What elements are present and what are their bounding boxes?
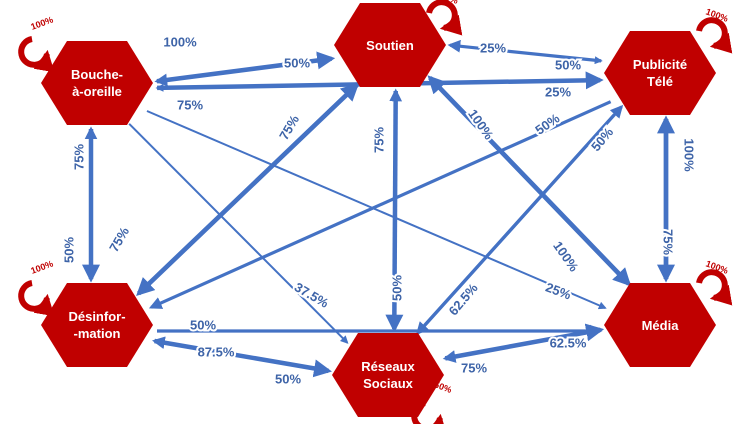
self-loop-label-desinfo: 100% [29,259,54,276]
edge-label-soutien-to-publicite: 25% [480,40,506,55]
edge-label-desinfo-to-media: 50% [190,317,216,332]
edges-layer [82,39,675,378]
edge-label-halo: 25% [480,40,506,55]
edge-label-bouche-to-desinfo: 75% [71,144,86,170]
self-loop-soutien [426,0,463,36]
edge-label-halo: 87.5% [198,344,235,359]
node-hexagon [604,31,716,115]
edge-label-desinfo-to-bouche: 50% [61,237,76,263]
edge-label-reseaux-to-publicite: 62.5% [446,280,481,318]
edge-label-soutien-to-reseaux: 75% [371,127,386,153]
node-label-line1: Publicité [633,57,687,72]
edge-label-publicite-to-media: 100% [682,138,697,172]
node-label-line1: Soutien [366,38,414,53]
edge-publicite-to-soutien [447,39,602,63]
edge-label-halo: 50% [284,55,310,70]
edge-label-soutien-to-media: 100% [465,106,497,142]
node-label-line2: Sociaux [363,376,414,391]
edge-label-reseaux-to-desinfo: 50% [275,371,301,386]
edge-label-halo: 100% [682,138,697,172]
edge-label-halo: 50% [389,275,404,301]
node-label-line2: Télé [647,74,673,89]
edge-label-reseaux-to-soutien: 50% [389,275,404,301]
node-label-line1: Réseaux [361,359,415,374]
edge-publicite-to-desinfo [148,100,612,309]
self-loop-bouche [18,36,55,73]
edge-label-media-to-soutien: 100% [550,238,582,274]
edge-label-bouche-to-soutien: 100% [163,34,197,49]
self-loop-media [696,269,733,306]
edge-label-reseaux-to-media: 75% [461,360,487,375]
node-label-line1: Désinfor- [68,309,125,324]
edge-bouche-to-reseaux [128,123,349,344]
edge-reseaux-to-publicite [416,104,624,335]
edge-label-halo: 50% [275,371,301,386]
edge-label-publicite-to-bouche: 25% [545,84,571,99]
node-hexagon [604,283,716,367]
node-hexagon [41,41,153,125]
node-hexagon [41,283,153,367]
edge-desinfo-to-soutien [137,82,360,296]
nodes-layer: Bouche-à-oreilleSoutienPublicitéTéléDési… [41,3,716,417]
edge-label-halo: 75% [461,360,487,375]
edge-reseaux-to-desinfo [152,336,329,373]
edge-label-halo: 75% [177,97,203,112]
edge-label-halo: 50% [555,57,581,72]
node-hexagon [334,3,446,87]
edge-label-halo: 50% [190,317,216,332]
edge-label-halo: 100% [163,34,197,49]
node-label-line1: Bouche- [71,67,123,82]
edge-reseaux-to-soutien [389,88,403,330]
self-loop-publicite [696,17,733,54]
edge-label-halo: 50% [61,237,76,263]
self-loop-desinfo [18,280,55,317]
edge-label-bouche-to-publicite: 75% [177,97,203,112]
edge-label-media-to-publicite: 75% [661,229,676,255]
edge-label-halo: 75% [71,144,86,170]
node-label-line1: Média [642,318,680,333]
edge-media-to-reseaux [442,328,601,363]
edge-label-media-to-reseaux: 62.5% [550,335,587,350]
node-desinfo: Désinfor- -mation [41,283,153,367]
edge-label-publicite-to-soutien: 50% [555,57,581,72]
node-hexagon [332,333,444,417]
edge-label-soutien-to-bouche: 50% [284,55,310,70]
edge-label-bouche-to-media: 25% [544,280,574,303]
edge-label-halo: 75% [661,229,676,255]
edge-label-halo: 75% [371,127,386,153]
self-loop-label-bouche: 100% [29,15,54,32]
edge-media-to-soutien [427,75,631,286]
node-label-line2: -mation [74,326,121,341]
edge-label-publicite-to-desinfo: 50% [532,110,562,137]
edge-bouche-to-media [146,110,607,310]
node-bouche: Bouche-à-oreille [41,41,153,125]
edge-label-halo: 25% [545,84,571,99]
node-soutien: Soutien [334,3,446,87]
edge-label-halo: 62.5% [550,335,587,350]
edge-label-publicite-to-reseaux: 50% [588,124,616,154]
node-media: Média [604,283,716,367]
edge-soutien-to-bouche [154,57,332,87]
edge-label-desinfo-to-soutien: 75% [106,224,132,254]
edge-label-desinfo-to-reseaux: 87.5% [198,344,235,359]
node-label-line2: à-oreille [72,84,122,99]
